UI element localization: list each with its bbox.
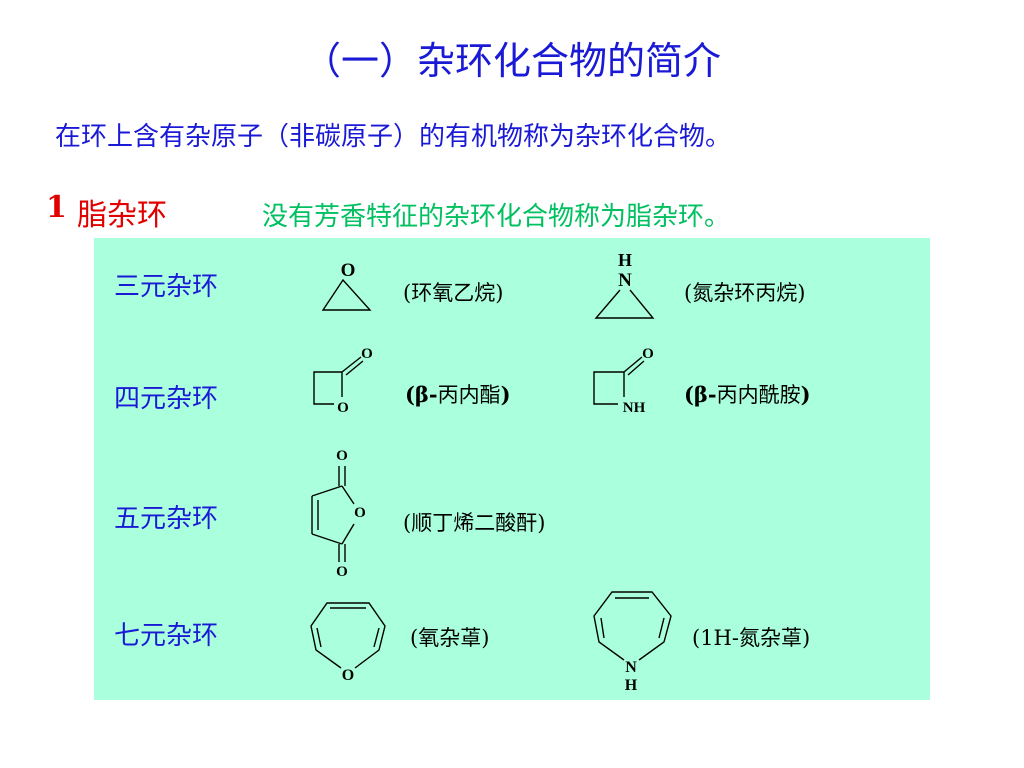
compound-name-aziridine: (氮杂环丙烷) [684, 281, 806, 305]
compound-name-epoxyethane: (环氧乙烷) [403, 281, 504, 305]
beta-propiolactone-structure: O O [313, 346, 373, 416]
compound-name-maleic-anhydride: (顺丁烯二酸酐) [403, 511, 546, 535]
atom-label: O [336, 448, 348, 464]
intro-text: 在环上含有杂原子（非碳原子）的有机物称为杂环化合物。 [55, 122, 732, 152]
atom-label: N [625, 659, 637, 676]
compound-name-oxepine: (氧杂䓬) [410, 626, 490, 650]
section-number: 1 [46, 190, 67, 225]
atom-label: O [341, 260, 356, 281]
atom-label: H [625, 677, 638, 694]
maleic-anhydride-structure: O O O [311, 448, 366, 580]
atom-label: O [336, 564, 348, 580]
compound-name-azepine: (1H-氮杂䓬) [692, 626, 811, 650]
atom-label: O [361, 346, 373, 362]
aziridine-structure: H N [594, 250, 655, 319]
compound-name-beta-propiolactam: (β-丙内酰胺) [684, 382, 811, 407]
row-label-four-membered: 四元杂环 [114, 384, 219, 414]
section-title: 脂杂环 [77, 198, 167, 233]
atom-label: O [354, 505, 366, 521]
atom-label: O [342, 667, 354, 684]
oxepine-structure: O [310, 602, 386, 684]
row-label-five-membered: 五元杂环 [114, 504, 219, 534]
compound-name-text: 丙内酰胺 [716, 383, 801, 407]
row-label-seven-membered: 七元杂环 [114, 621, 219, 651]
atom-label: O [642, 346, 654, 362]
compound-name-text: 丙内酯 [437, 383, 501, 407]
atom-label: H [618, 250, 632, 270]
slide-title: （一）杂环化合物的简介 [302, 39, 721, 83]
structures-panel [94, 238, 930, 700]
section-description: 没有芳香特征的杂环化合物称为脂杂环。 [262, 202, 731, 232]
atom-label: NH [623, 400, 646, 416]
row-label-three-membered: 三元杂环 [114, 272, 219, 302]
azepine-structure: N H [593, 591, 672, 694]
beta-propiolactam-structure: O NH [593, 346, 654, 416]
epoxyethane-structure: O [321, 260, 372, 311]
compound-name-beta-propiolactone: (β-丙内酯) [405, 382, 511, 407]
atom-label: O [337, 400, 349, 416]
atom-label: N [618, 270, 632, 291]
